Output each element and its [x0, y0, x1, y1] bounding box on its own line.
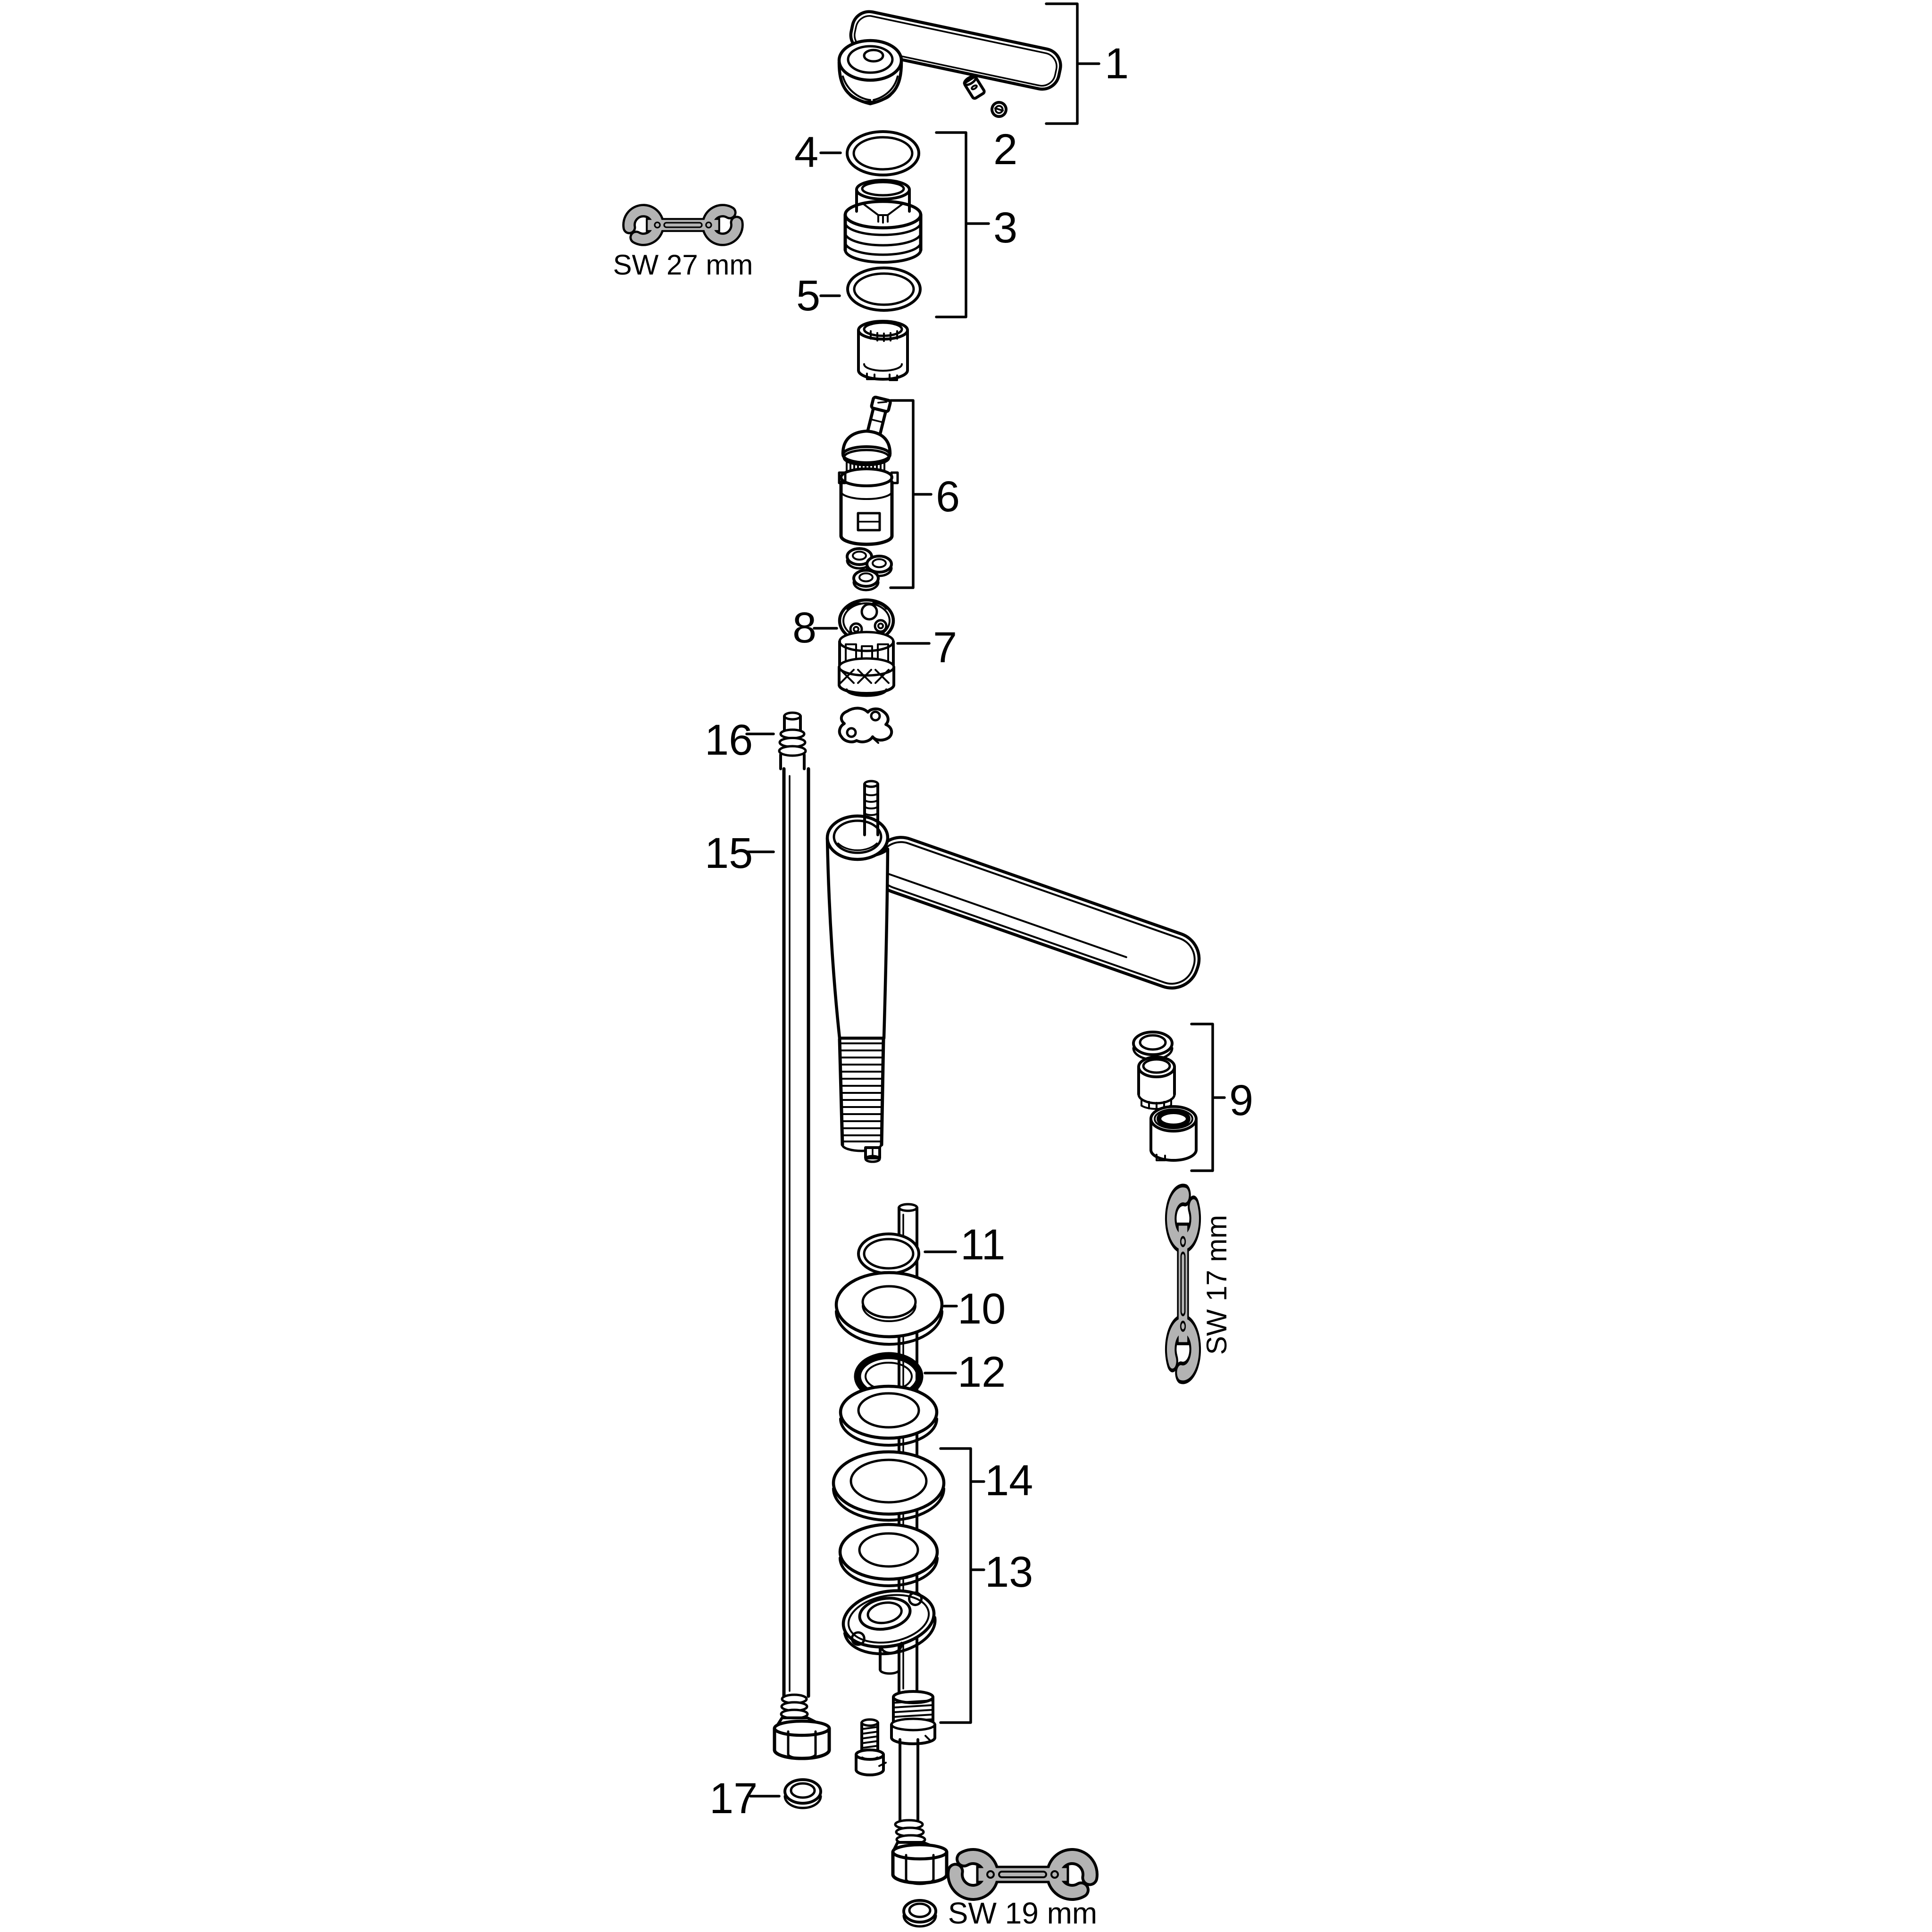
- callout-bracket-13-14: [939, 1447, 985, 1724]
- handle-screw: [991, 101, 1008, 118]
- callout-label-8: 8: [792, 604, 816, 652]
- cartridge-seals: [846, 547, 893, 591]
- callout-label-2: 2: [993, 125, 1017, 174]
- aerator-insert: [1137, 1056, 1176, 1110]
- callout-label-11: 11: [960, 1221, 1006, 1269]
- aerator-seal: [1132, 1031, 1174, 1061]
- washer-10: [834, 1271, 944, 1346]
- callout-label-15: 15: [705, 829, 753, 877]
- supply-hose-15: [782, 767, 810, 1698]
- callout-leaders: [744, 151, 958, 1798]
- mounting-flange: [841, 1589, 937, 1656]
- callout-label-9: 9: [1229, 1076, 1253, 1124]
- handle-lever: [849, 10, 1062, 91]
- callout-label-17: 17: [709, 1774, 758, 1823]
- retainer-ring: [857, 320, 909, 381]
- callout-bracket-2-3: [935, 131, 990, 318]
- seal-ring-17: [783, 1778, 822, 1809]
- callout-label-4: 4: [794, 128, 818, 176]
- cap-sleeve: [843, 179, 923, 264]
- callout-bracket-1: [1045, 2, 1100, 125]
- washer-13: [838, 1523, 939, 1587]
- shank-bottom-nut: [891, 1819, 949, 1885]
- callout-label-13: 13: [985, 1548, 1033, 1596]
- hose-bottom-nut: [773, 1693, 831, 1760]
- faucet-body: [825, 780, 890, 1163]
- shank-seal-ring: [902, 1899, 937, 1928]
- o-ring-11: [857, 1232, 920, 1275]
- fixing-screw: [855, 1718, 887, 1776]
- wrench-sw17-label: SW 17 mm: [1201, 1215, 1232, 1355]
- flange-collar: [879, 1646, 900, 1675]
- o-ring-top: [846, 130, 920, 176]
- diverter-valve: [838, 598, 895, 697]
- callout-label-12: 12: [958, 1348, 1006, 1396]
- base-washer: [839, 1384, 939, 1447]
- callout-bracket-6: [889, 399, 933, 589]
- wrench-sw27-label: SW 27 mm: [613, 249, 753, 281]
- o-ring-5: [846, 266, 922, 312]
- wrench-sw19-icon: [955, 1857, 1090, 1892]
- callout-label-6: 6: [936, 473, 960, 521]
- shank-thread-fitting: [890, 1690, 936, 1745]
- callout-bracket-9: [1190, 1023, 1226, 1172]
- callout-label-10: 10: [958, 1285, 1006, 1333]
- wrench-sw19-label: SW 19 mm: [948, 1896, 1097, 1930]
- callout-label-14: 14: [985, 1457, 1033, 1505]
- callout-label-5: 5: [796, 272, 820, 320]
- callout-label-3: 3: [993, 204, 1017, 252]
- handle-cap: [837, 39, 903, 106]
- cartridge: [838, 395, 899, 546]
- wrench-sw27-icon: [629, 211, 737, 240]
- washer-14: [832, 1450, 946, 1522]
- spout: [872, 836, 1201, 990]
- wrench-sw17-icon: [1171, 1195, 1195, 1373]
- callout-label-7: 7: [933, 624, 957, 672]
- handle-pin: [963, 75, 986, 100]
- callout-label-16: 16: [705, 716, 753, 764]
- callout-label-1: 1: [1105, 40, 1129, 88]
- aerator-housing: [1149, 1105, 1198, 1162]
- cross-gasket: [838, 707, 893, 744]
- hose-connector-16: [778, 711, 807, 770]
